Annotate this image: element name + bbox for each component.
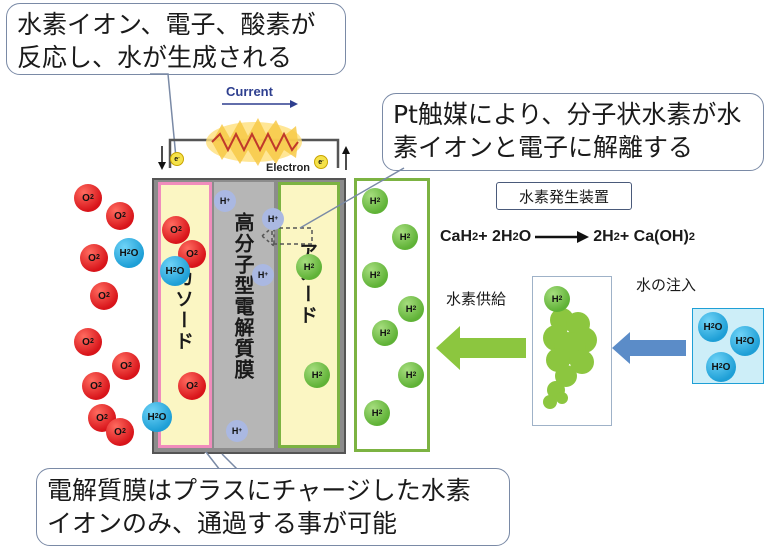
water-injection-label: 水の注入 — [636, 276, 697, 294]
catalyst-callout-line-1: Pt触媒により、分子状水素が水 — [393, 100, 742, 129]
electron-icon-left: e- — [170, 152, 184, 166]
catalyst-callout-line-2: 素イオンと電子に解離する — [393, 133, 694, 162]
electron-label: Electron — [266, 162, 311, 174]
generator-title: 水素発生装置 — [518, 187, 609, 206]
cathode-label: カソード — [172, 268, 194, 352]
hydrogen-ion: H+ — [214, 190, 236, 212]
hydrogen-ion: H+ — [252, 264, 274, 286]
water-arrow-icon — [612, 332, 686, 364]
hydrogen-ion: H+ — [262, 208, 284, 230]
reaction-callout: 水素イオン、電子、酸素が 反応し、水が生成される — [6, 3, 346, 75]
supply-arrow-icon — [436, 326, 526, 370]
membrane-label: 高分子型電解質膜 — [231, 212, 255, 380]
hydrogen-cloud — [543, 308, 597, 409]
hydrogen-ion: H+ — [226, 420, 248, 442]
current-label: Current — [226, 84, 273, 99]
supply-label: 水素供給 — [446, 290, 507, 308]
anode-layer — [278, 182, 340, 448]
membrane-callout-line-2: イオンのみ、通過する事が可能 — [47, 509, 398, 538]
catalyst-callout: Pt触媒により、分子状水素が水 素イオンと電子に解離する — [382, 93, 764, 171]
reaction-arrow-icon — [535, 231, 590, 243]
membrane-callout-line-1: 電解質膜はプラスにチャージした水素 — [47, 476, 471, 505]
generator-title-box: 水素発生装置 — [496, 182, 632, 210]
electron-icon-right: e- — [314, 155, 328, 169]
membrane-callout: 電解質膜はプラスにチャージした水素 イオンのみ、通過する事が可能 — [36, 468, 510, 546]
reaction-callout-line-1: 水素イオン、電子、酸素が — [17, 10, 316, 39]
reaction-callout-line-2: 反応し、水が生成される — [17, 43, 293, 72]
resistor-glow — [206, 118, 302, 166]
